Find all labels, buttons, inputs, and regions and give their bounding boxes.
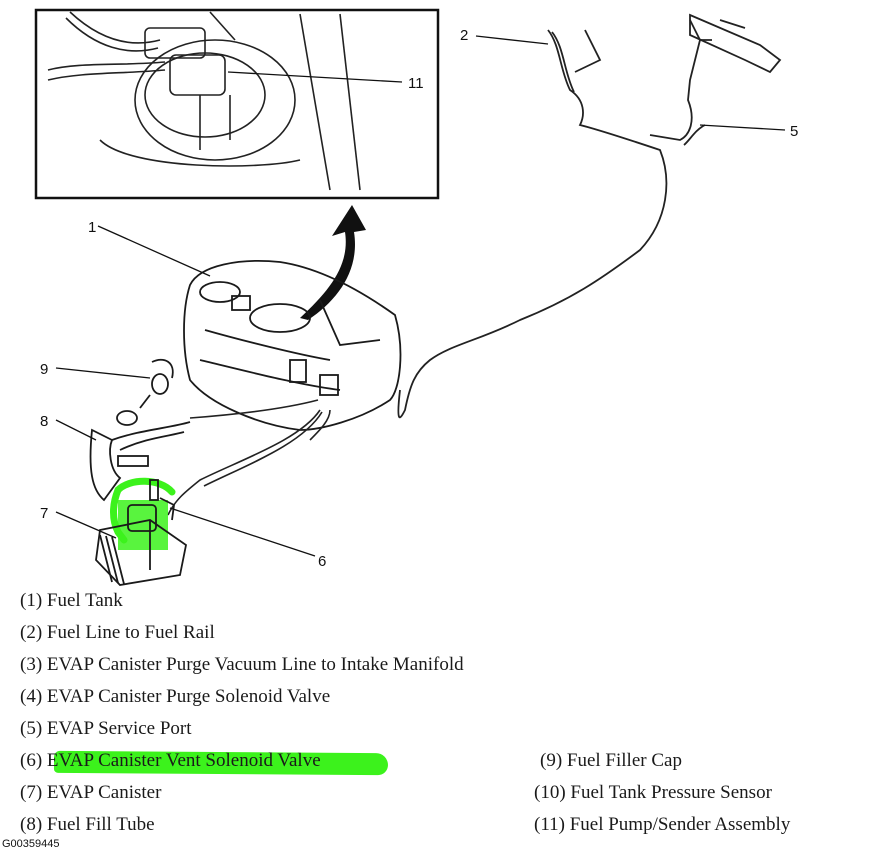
fuel-tank [183, 260, 402, 431]
legend-item-1: (1) Fuel Tank [20, 590, 123, 611]
legend-item-7: (7) EVAP Canister [20, 782, 162, 803]
legend-item-6: (6) EVAP Canister Vent Solenoid Valve [20, 750, 321, 771]
pointer-arrow [300, 205, 366, 320]
leader-11 [227, 71, 403, 83]
callout-8: 8 [40, 413, 48, 430]
legend-item-8: (8) Fuel Fill Tube [20, 814, 155, 835]
leader-1 [97, 225, 211, 277]
legend-item-2: (2) Fuel Line to Fuel Rail [20, 622, 215, 643]
inset-detail-box [34, 8, 440, 200]
callout-1: 1 [88, 219, 96, 236]
callout-2: 2 [460, 27, 468, 44]
fuel-pump-sender-detail [47, 11, 361, 191]
fuel-evap-system-diagram: 11 2 5 1 [34, 8, 798, 586]
callout-9: 9 [40, 361, 48, 378]
leader-8 [55, 419, 97, 441]
evap-canister [95, 477, 187, 586]
leader-9 [55, 367, 151, 379]
callout-6: 6 [318, 553, 326, 570]
fuel-rail-connector [689, 13, 782, 74]
callout-7: 7 [40, 505, 48, 522]
legend-item-3: (3) EVAP Canister Purge Vacuum Line to I… [20, 654, 464, 675]
fuel-filler-cap [139, 358, 174, 409]
legend-item-9: (9) Fuel Filler Cap [540, 750, 682, 771]
leader-7 [55, 511, 117, 539]
evap-lines [167, 399, 331, 516]
callout-5: 5 [790, 123, 798, 140]
legend-item-10: (10) Fuel Tank Pressure Sensor [534, 782, 772, 803]
legend-item-4: (4) EVAP Canister Purge Solenoid Valve [20, 686, 331, 707]
fuel-line [397, 19, 712, 419]
legend-item-11: (11) Fuel Pump/Sender Assembly [534, 814, 791, 835]
callout-11: 11 [408, 75, 424, 92]
fuel-fill-tube [89, 410, 191, 502]
leader-6 [169, 507, 316, 557]
leader-5 [699, 124, 786, 131]
legend-item-5: (5) EVAP Service Port [20, 718, 192, 739]
figure-id: G00359445 [2, 838, 60, 850]
leader-2 [475, 35, 549, 45]
